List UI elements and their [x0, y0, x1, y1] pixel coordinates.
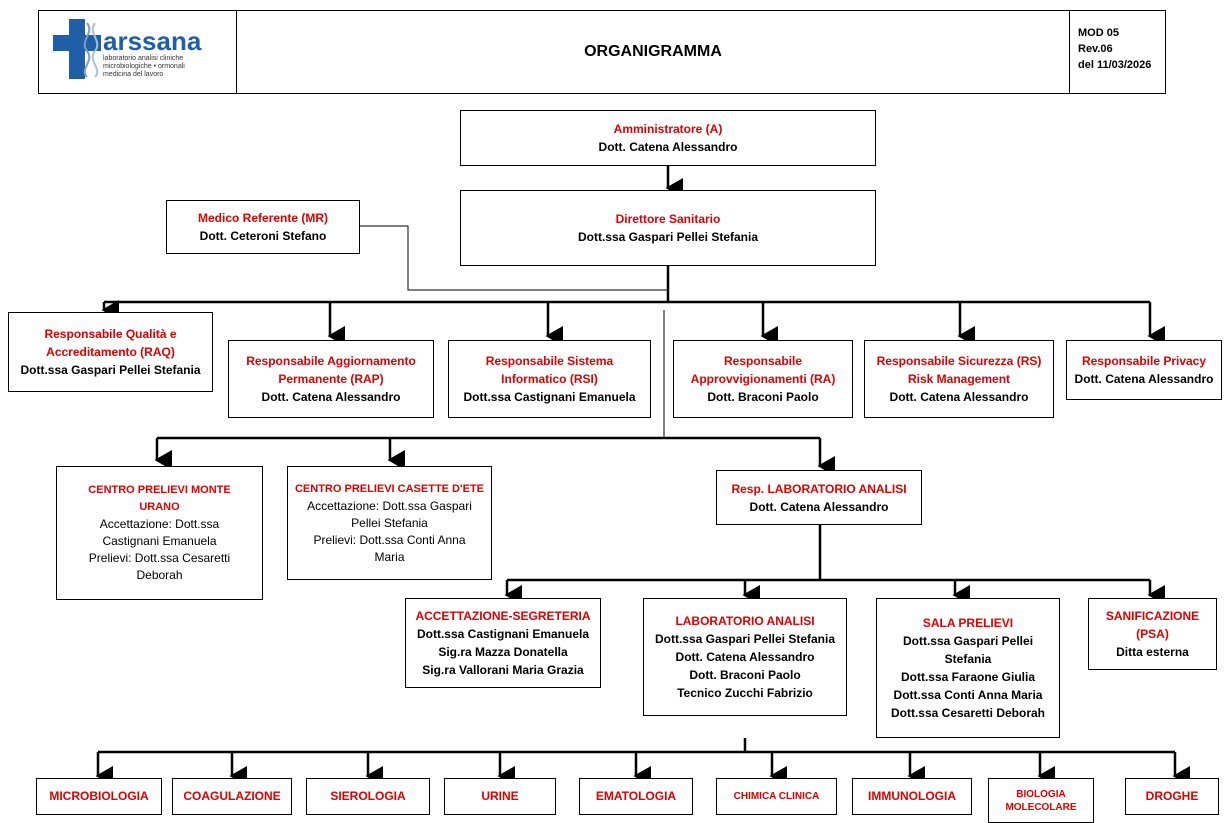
section-coagulazione: COAGULAZIONE	[172, 778, 292, 815]
rsi-role-1: Responsabile Sistema	[485, 354, 614, 368]
casette-line-1: Accettazione: Dott.ssa Gaspari	[307, 498, 472, 513]
node-resp-laboratorio: Resp. LABORATORIO ANALISI Dott. Catena A…	[716, 470, 922, 525]
node-ra: Responsabile Approvvigionamenti (RA) Dot…	[673, 340, 853, 418]
arssana-logo	[53, 19, 101, 79]
section-ematologia: EMATOLOGIA	[579, 778, 693, 815]
privacy-role: Responsabile Privacy	[1081, 354, 1207, 368]
node-administrator: Amministratore (A) Dott. Catena Alessand…	[460, 110, 876, 166]
rs-name: Dott. Catena Alessandro	[889, 390, 1029, 404]
raq-role-1: Responsabile Qualità e	[44, 327, 177, 341]
sanif-name: Ditta esterna	[1116, 645, 1189, 659]
node-privacy: Responsabile Privacy Dott. Catena Alessa…	[1066, 340, 1222, 400]
section-droghe: DROGHE	[1125, 778, 1219, 815]
raq-role-2: Accreditamento (RAQ)	[46, 345, 175, 359]
node-rsi: Responsabile Sistema Informatico (RSI) D…	[448, 340, 651, 418]
accett-line-2: Sig.ra Mazza Donatella	[438, 645, 568, 659]
logo-tagline-2: microbiologiche • ormonali	[103, 63, 185, 70]
sala-line-1: Dott.ssa Gaspari Pellei	[902, 634, 1034, 648]
sanif-role-1: SANIFICAZIONE	[1105, 609, 1200, 623]
rs-role-1: Responsabile Sicurezza (RS)	[876, 354, 1042, 368]
lab-role: LABORATORIO ANALISI	[675, 614, 815, 628]
sanif-role-2: (PSA)	[1136, 627, 1169, 641]
medico-role: Medico Referente (MR)	[197, 211, 328, 225]
node-medico-referente: Medico Referente (MR) Dott. Ceteroni Ste…	[166, 200, 360, 254]
node-sanificazione: SANIFICAZIONE (PSA) Ditta esterna	[1088, 598, 1217, 670]
casette-line-3: Prelievi: Dott.ssa Conti Anna	[313, 532, 466, 547]
director-name: Dott.ssa Gaspari Pellei Stefania	[577, 230, 759, 244]
medico-name: Dott. Ceteroni Stefano	[199, 229, 327, 243]
accett-line-1: Dott.ssa Castignani Emanuela	[416, 627, 590, 641]
page-title: ORGANIGRAMMA	[584, 43, 722, 60]
raq-name: Dott.ssa Gaspari Pellei Stefania	[20, 363, 201, 377]
rs-role-2: Risk Management	[907, 372, 1011, 386]
section-sierologia: SIEROLOGIA	[306, 778, 430, 815]
document-header: arssana laboratorio analisi cliniche mic…	[38, 10, 1166, 94]
section-immunologia: IMMUNOLOGIA	[852, 778, 972, 815]
casette-line-4: Maria	[374, 549, 405, 564]
resplab-role: Resp. LABORATORIO ANALISI	[731, 481, 907, 496]
monte-title-2: URANO	[139, 501, 180, 513]
revision-info: MOD 05 Rev.06 del 11/03/2026	[1078, 25, 1151, 73]
node-rap: Responsabile Aggiornamento Permanente (R…	[228, 340, 434, 418]
admin-name: Dott. Catena Alessandro	[598, 140, 738, 154]
logo-tagline-3: medicina del lavoro	[103, 71, 164, 78]
sala-line-4: Dott.ssa Conti Anna Maria	[893, 688, 1043, 702]
resplab-name: Dott. Catena Alessandro	[749, 499, 889, 514]
rap-role-1: Responsabile Aggiornamento	[246, 354, 416, 368]
section-chimica-clinica: CHIMICA CLINICA	[716, 778, 837, 815]
section-urine: URINE	[444, 778, 556, 815]
node-raq: Responsabile Qualità e Accreditamento (R…	[8, 312, 213, 392]
node-director: Direttore Sanitario Dott.ssa Gaspari Pel…	[460, 190, 876, 266]
lab-line-3: Dott. Braconi Paolo	[689, 668, 801, 682]
logo-tagline-1: laboratorio analisi cliniche	[103, 55, 184, 62]
monte-line-1: Accettazione: Dott.ssa	[99, 517, 220, 531]
section-biologia-molecolare: BIOLOGIA MOLECOLARE	[988, 778, 1094, 823]
monte-title-1: CENTRO PRELIEVI MONTE	[88, 484, 231, 496]
casette-title: CENTRO PRELIEVI CASETTE D'ETE	[294, 482, 485, 495]
accett-role: ACCETTAZIONE-SEGRETERIA	[415, 609, 591, 623]
mod-label: MOD 05	[1078, 27, 1119, 39]
sala-role: SALA PRELIEVI	[922, 616, 1014, 630]
admin-role: Amministratore (A)	[613, 122, 723, 136]
rsi-name: Dott.ssa Castignani Emanuela	[463, 390, 636, 404]
director-role: Direttore Sanitario	[615, 212, 721, 226]
node-accettazione-segreteria: ACCETTAZIONE-SEGRETERIA Dott.ssa Castign…	[405, 598, 601, 688]
monte-line-2: Castignani Emanuela	[102, 534, 217, 548]
logo-brand: arssana	[103, 26, 202, 56]
accett-line-3: Sig.ra Vallorani Maria Grazia	[422, 663, 584, 677]
ra-name: Dott. Braconi Paolo	[707, 390, 819, 404]
revision-cell: MOD 05 Rev.06 del 11/03/2026	[1069, 11, 1165, 93]
rsi-role-2: Informatico (RSI)	[501, 372, 598, 386]
ra-role-1: Responsabile	[723, 354, 803, 368]
ra-role-2: Approvvigionamenti (RA)	[690, 372, 836, 386]
lab-line-1: Dott.ssa Gaspari Pellei Stefania	[654, 632, 836, 646]
logo-cell: arssana laboratorio analisi cliniche mic…	[39, 11, 237, 93]
logo-tagline: laboratorio analisi cliniche microbiolog…	[103, 55, 185, 79]
casette-line-2: Pellei Stefania	[351, 515, 428, 530]
monte-line-4: Deborah	[136, 568, 183, 582]
node-sala-prelievi: SALA PRELIEVI Dott.ssa Gaspari Pellei St…	[876, 598, 1060, 738]
section-microbiologia: MICROBIOLOGIA	[36, 778, 162, 815]
rev-label: Rev.06	[1078, 43, 1113, 55]
sala-line-3: Dott.ssa Faraone Giulia	[900, 670, 1036, 684]
sala-line-5: Dott.ssa Cesaretti Deborah	[890, 706, 1046, 720]
sala-line-2: Stefania	[944, 652, 992, 666]
rap-name: Dott. Catena Alessandro	[261, 390, 401, 404]
node-centro-casette-dete: CENTRO PRELIEVI CASETTE D'ETE Accettazio…	[287, 466, 492, 580]
node-centro-monte-urano: CENTRO PRELIEVI MONTE URANO Accettazione…	[56, 466, 263, 600]
node-laboratorio-analisi: LABORATORIO ANALISI Dott.ssa Gaspari Pel…	[643, 598, 847, 716]
lab-line-2: Dott. Catena Alessandro	[675, 650, 815, 664]
rap-role-2: Permanente (RAP)	[278, 372, 384, 386]
privacy-name: Dott. Catena Alessandro	[1074, 372, 1214, 386]
date-label: del 11/03/2026	[1078, 59, 1152, 71]
monte-line-3: Prelievi: Dott.ssa Cesaretti	[88, 551, 231, 565]
node-rs: Responsabile Sicurezza (RS) Risk Managem…	[864, 340, 1054, 418]
lab-line-4: Tecnico Zucchi Fabrizio	[677, 686, 813, 700]
